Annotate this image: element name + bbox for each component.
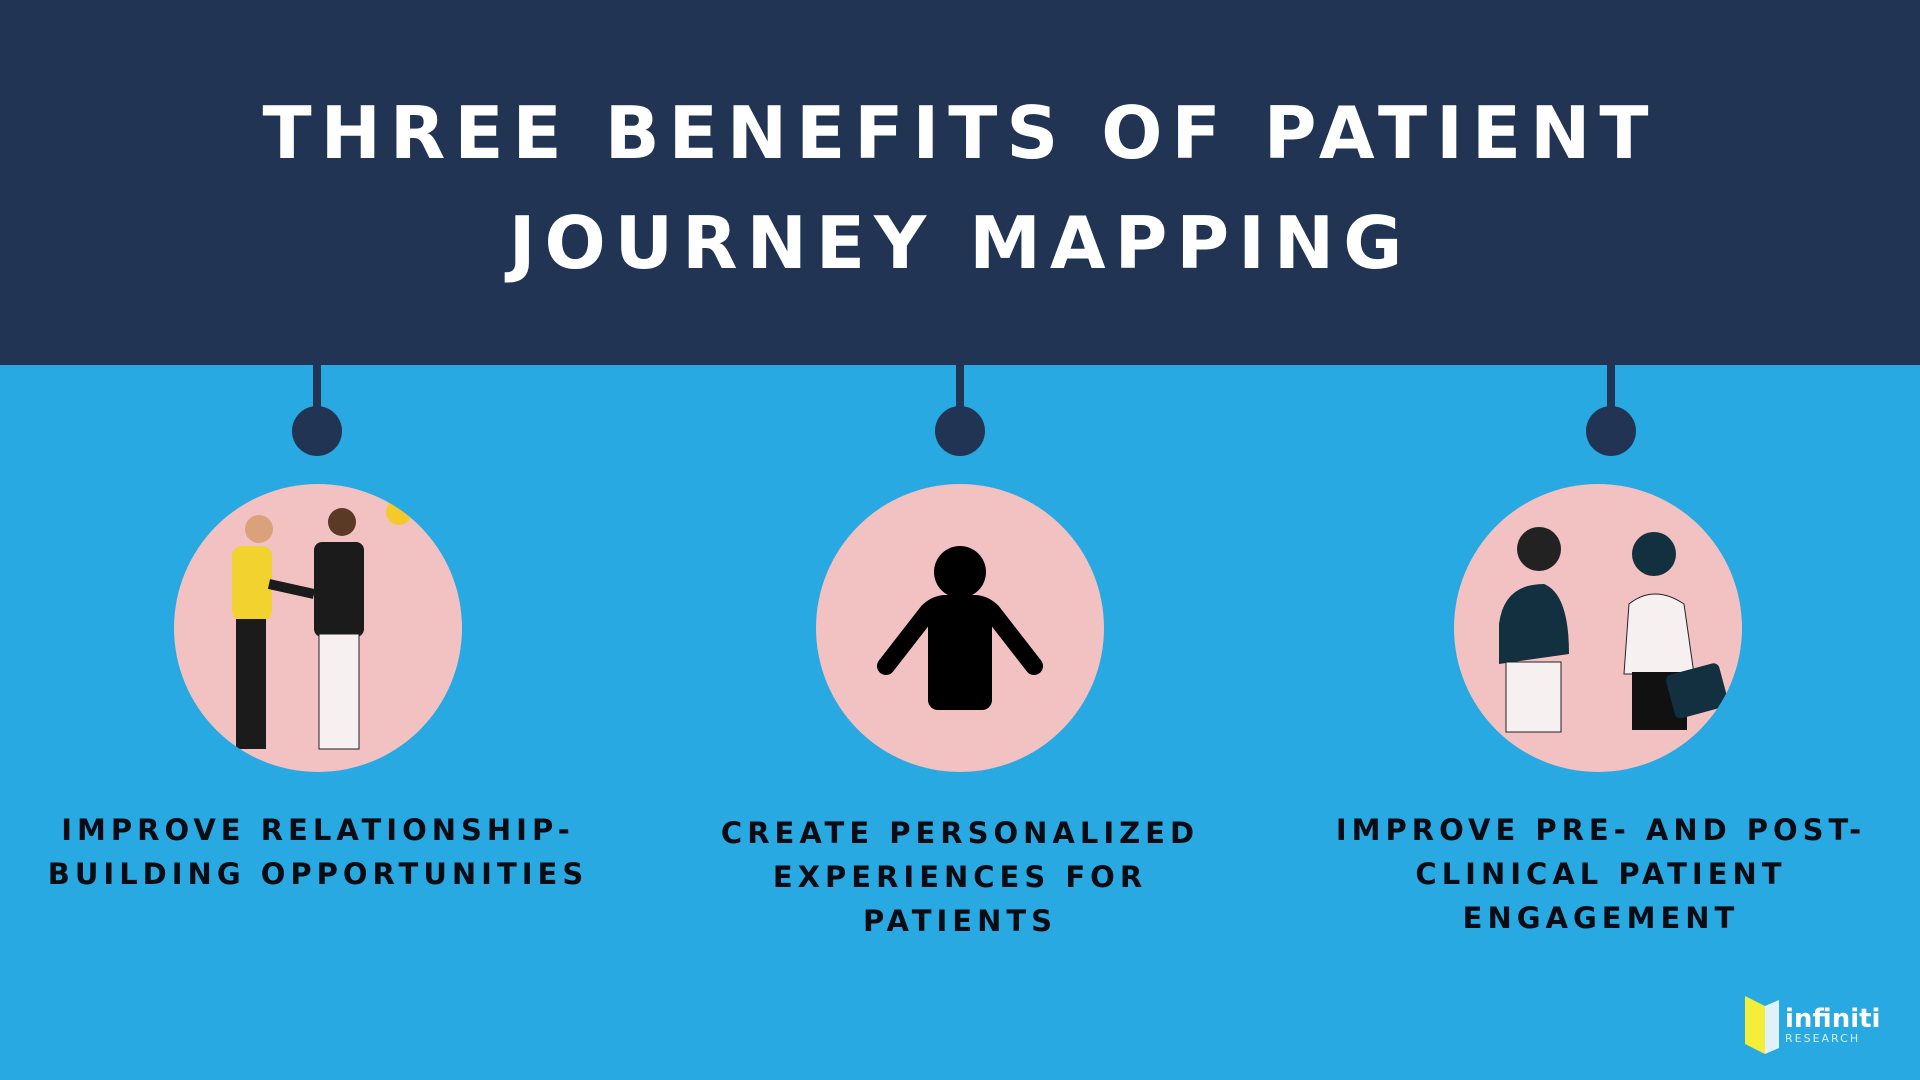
benefit-label: CREATE PERSONALIZED EXPERIENCES FOR PATI…	[720, 816, 1200, 938]
connector-dot	[935, 406, 985, 456]
benefit-label: IMPROVE PRE- AND POST-CLINICAL PATIENT E…	[1335, 813, 1867, 935]
handshake-women-icon	[1454, 484, 1742, 772]
connector-dot	[292, 406, 342, 456]
logo-name: infiniti	[1785, 1003, 1881, 1034]
logo-sub: RESEARCH	[1785, 1031, 1861, 1045]
connector-line	[956, 365, 964, 415]
title-line-1: THREE BENEFITS OF PATIENT	[262, 91, 1658, 175]
connector-line	[313, 365, 321, 415]
page-title: THREE BENEFITS OF PATIENT JOURNEY MAPPIN…	[0, 78, 1920, 298]
person-icon	[816, 484, 1104, 772]
connector-dot	[1586, 406, 1636, 456]
logo-mark-icon	[1745, 996, 1779, 1054]
connector-line	[1607, 365, 1615, 415]
title-line-2: JOURNEY MAPPING	[508, 201, 1412, 285]
infiniti-research-logo: infiniti RESEARCH	[1745, 996, 1880, 1054]
handshake-men-icon	[174, 484, 462, 772]
header-banner	[0, 0, 1920, 365]
benefit-label: IMPROVE RELATIONSHIP-BUILDING OPPORTUNIT…	[47, 813, 589, 891]
